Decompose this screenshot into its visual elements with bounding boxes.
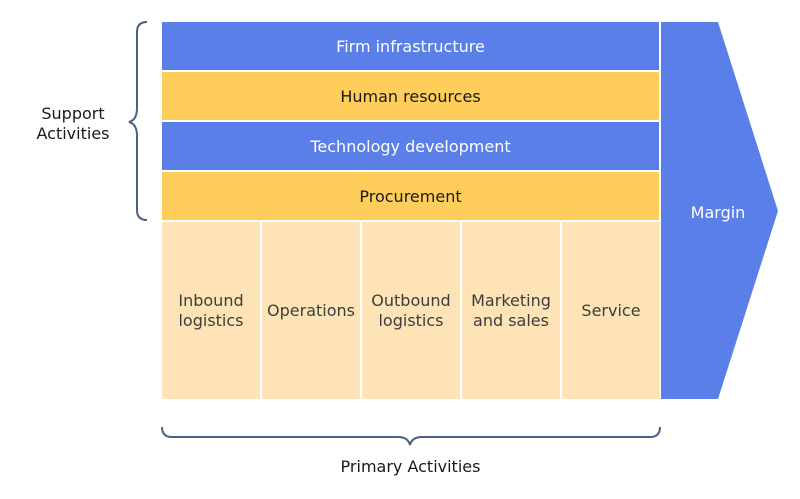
primary-activity-inbound-logistics: Inbound logistics	[162, 222, 260, 399]
support-activity-human-resources: Human resources	[162, 72, 659, 120]
primary-activity-label: Outbound logistics	[371, 290, 451, 330]
support-activity-label: Procurement	[359, 186, 462, 206]
primary-activity-marketing-and-sales: Marketing and sales	[462, 222, 560, 399]
margin-arrow	[661, 22, 778, 399]
support-activity-label: Technology development	[310, 136, 511, 156]
margin-label: Margin	[690, 203, 746, 222]
support-activity-label: Human resources	[340, 86, 481, 106]
support-activity-procurement: Procurement	[162, 172, 659, 220]
support-activity-label: Firm infrastructure	[336, 36, 485, 56]
primary-activity-label: Service	[581, 300, 641, 320]
primary-activity-label: Marketing and sales	[471, 290, 551, 330]
support-activity-firm-infrastructure: Firm infrastructure	[162, 22, 659, 70]
primary-activities-label: Primary Activities	[340, 457, 481, 476]
support-activity-technology-development: Technology development	[162, 122, 659, 170]
support-activities-label: Support Activities	[36, 104, 110, 143]
primary-activity-service: Service	[562, 222, 660, 399]
primary-activity-outbound-logistics: Outbound logistics	[362, 222, 460, 399]
primary-activities-brace	[161, 426, 661, 446]
primary-activity-operations: Operations	[262, 222, 360, 399]
primary-activity-label: Inbound logistics	[178, 290, 244, 330]
support-activities-brace	[128, 21, 148, 221]
primary-activity-label: Operations	[267, 300, 355, 320]
